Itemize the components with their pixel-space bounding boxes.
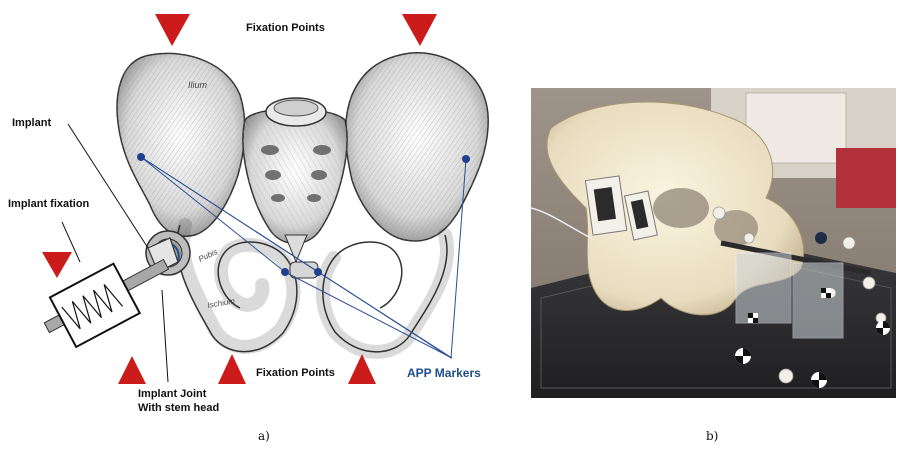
app-marker-pubic-left: [281, 268, 289, 276]
implant-fixation-label: Implant fixation: [8, 198, 89, 210]
implant-fixation-box: [50, 264, 140, 347]
panel-b-photo: [531, 88, 896, 398]
caption-b: b): [706, 429, 718, 443]
implant-joint-label-line1: Implant Joint: [138, 388, 206, 400]
fixation-triangle-top-right: [402, 14, 437, 46]
caption-a: a): [258, 429, 270, 443]
implant-label: Implant: [12, 117, 51, 129]
fixation-triangle-implant-top: [42, 252, 72, 278]
fixation-points-bottom-label: Fixation Points: [256, 367, 335, 379]
implant-joint-leader: [162, 290, 168, 382]
fixation-triangle-bottom-left: [218, 354, 246, 384]
app-markers-label: APP Markers: [407, 366, 481, 380]
anatomy-ilium: Ilium: [188, 80, 208, 90]
fixation-triangle-implant-bottom: [118, 356, 146, 384]
app-marker-pubic-right: [314, 268, 322, 276]
panel-a-diagram: Ilium Ischium Pubis Fixation Points Impl…: [0, 0, 520, 448]
pelvis-rig-photo: [531, 88, 896, 398]
fixation-points-top-label: Fixation Points: [246, 22, 325, 34]
anatomy-ischium: Ischium: [207, 296, 236, 310]
implant-joint-label-line2: With stem head: [138, 402, 219, 414]
app-marker-right-asis: [462, 155, 470, 163]
fixation-triangle-top-left: [155, 14, 190, 46]
pelvis-illustration: Ilium Ischium Pubis: [0, 0, 520, 448]
app-marker-left-asis: [137, 153, 145, 161]
